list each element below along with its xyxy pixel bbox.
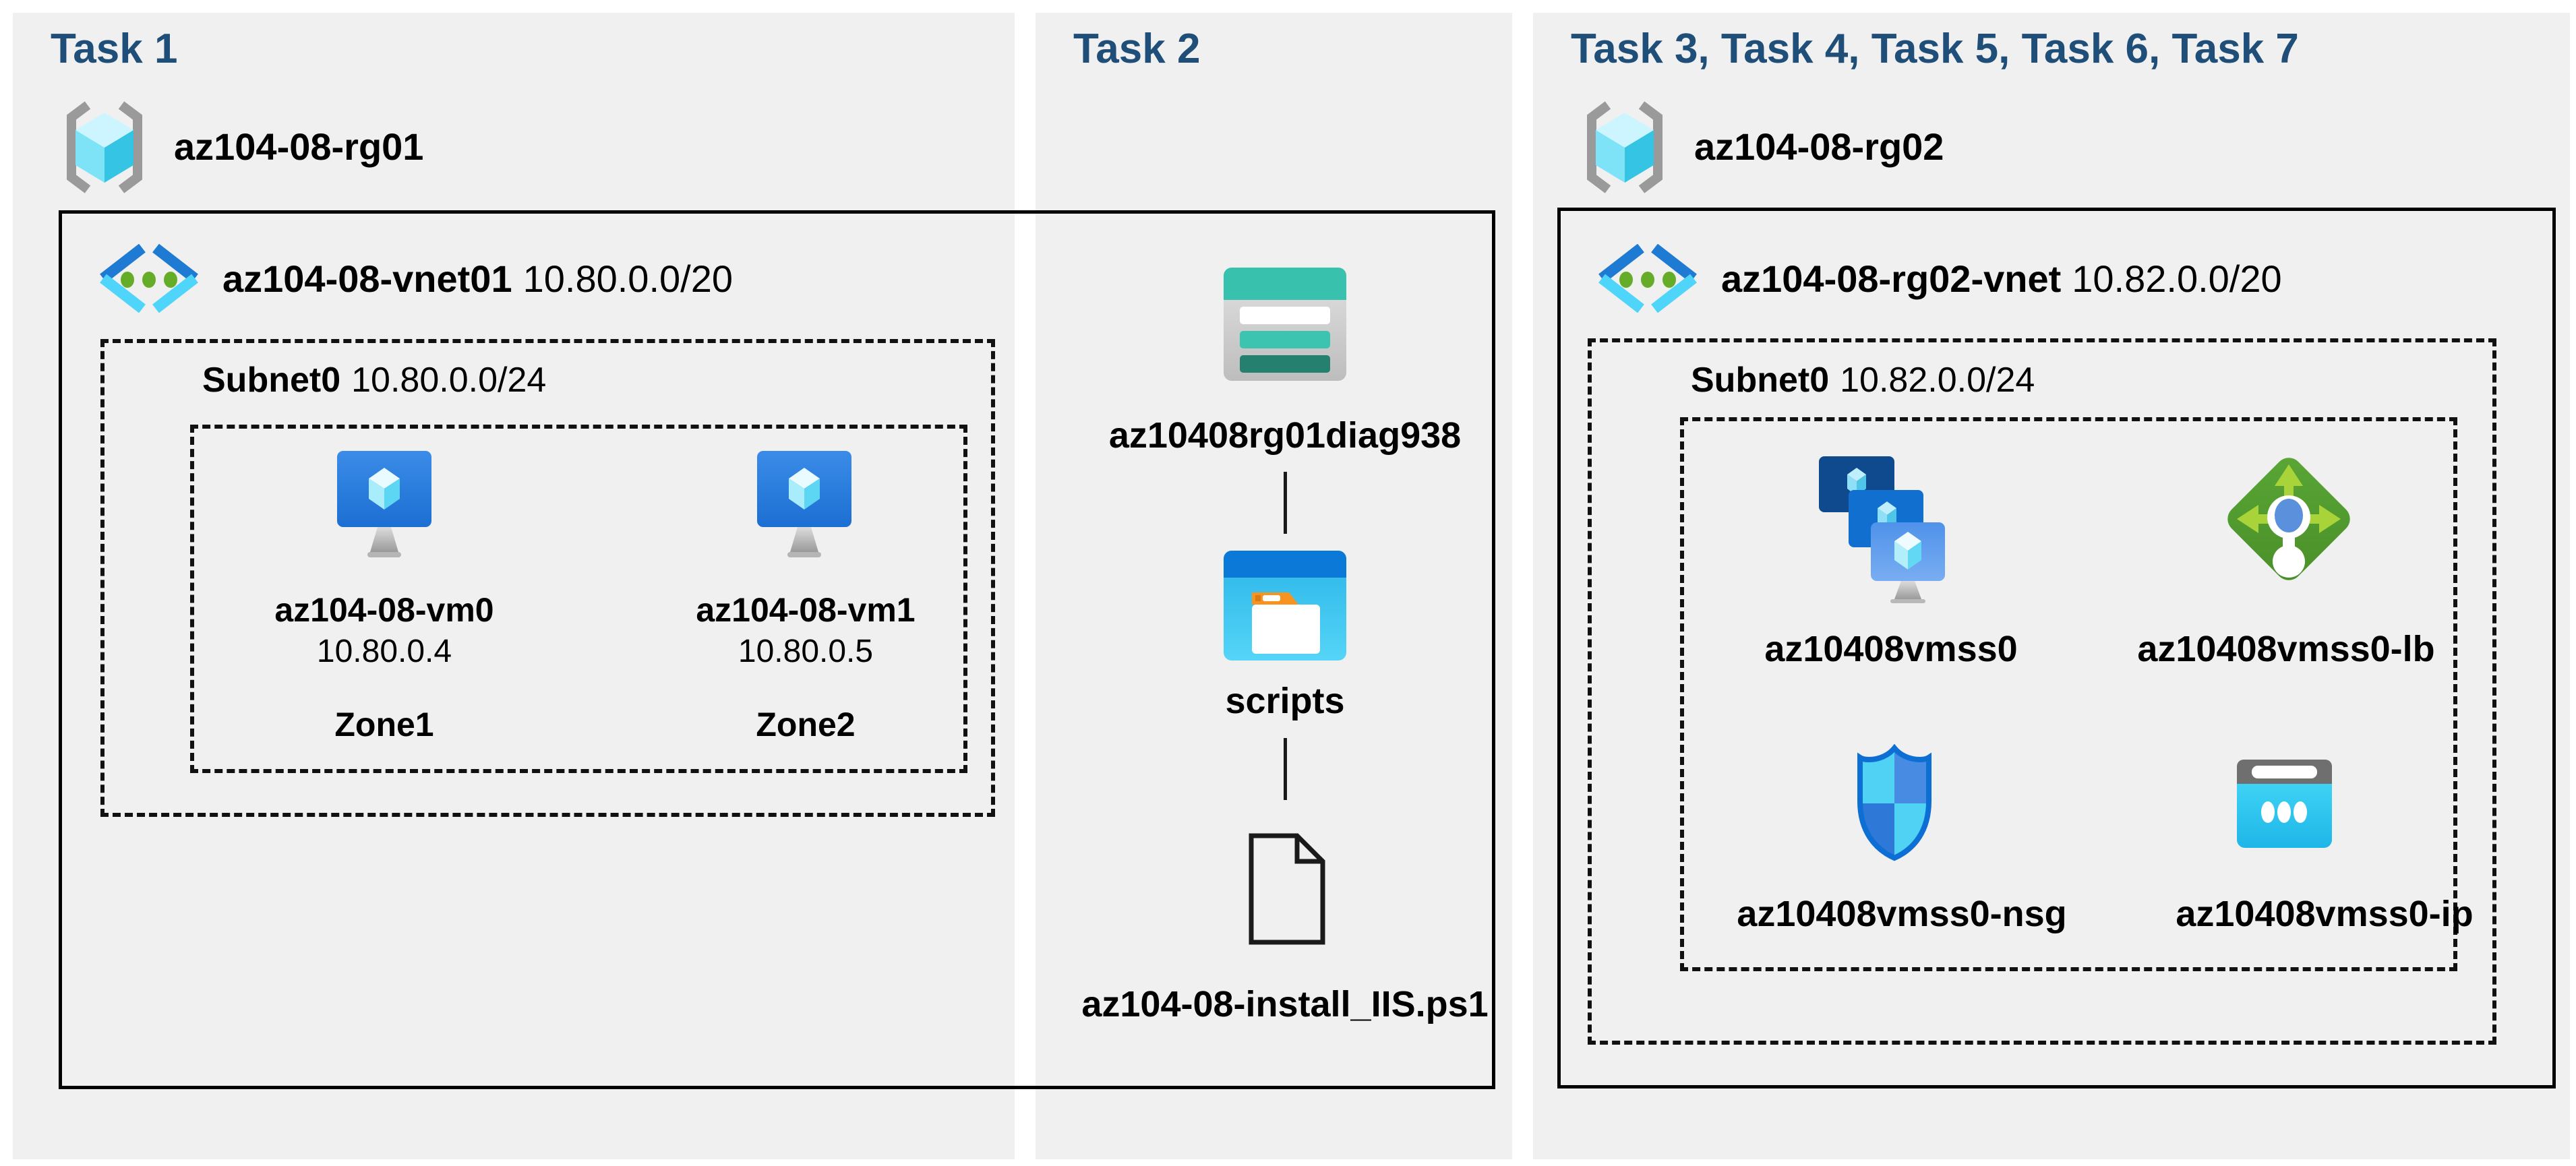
vm0-zone: Zone1 [334,706,434,743]
vmss-group-box [1680,417,2457,971]
public-ip-icon [2237,760,2332,848]
connector-storage-scripts [1284,472,1287,534]
virtual-machine-icon [337,451,431,557]
script-file-label: az104-08-install_IIS.ps1 [1081,984,1489,1024]
vm1-ip: 10.80.0.5 [738,634,874,669]
scripts-container-label: scripts [1225,681,1345,721]
vm1-name: az104-08-vm1 [696,591,916,629]
vm0-ip: 10.80.0.4 [316,634,452,669]
vm0-name: az104-08-vm0 [274,591,494,629]
load-balancer-label: az10408vmss0-lb [2137,629,2435,669]
task1-panel [13,13,1015,1159]
vnet1-box [59,210,1495,1089]
nsg-label: az10408vmss0-nsg [1737,894,2067,934]
subnet1-label: Subnet0 10.80.0.0/24 [202,363,546,398]
vnet2-box [1557,208,2556,1088]
vm-group-box [190,425,967,773]
vnet2-cidr: 10.82.0.0/20 [2072,257,2282,300]
connector-scripts-file [1284,738,1287,800]
storage-account-icon [1224,268,1346,381]
public-ip-label: az10408vmss0-ip [2176,894,2474,934]
vm-scale-set-icon [1819,456,1945,603]
virtual-machine-icon [757,451,851,557]
resource-group-1-label: az104-08-rg01 [174,125,424,168]
load-balancer-icon [2227,458,2350,580]
vnet1-cidr: 10.80.0.0/20 [522,257,733,300]
folder-icon [1224,551,1346,661]
subnet1-name: Subnet0 [202,361,341,400]
task2-title: Task 2 [1073,26,1201,72]
virtual-network-icon [100,244,198,313]
vmss-label: az10408vmss0 [1764,629,2018,669]
resource-group-2-label: az104-08-rg02 [1694,125,1944,168]
resource-group-icon [1587,101,1663,193]
subnet2-box [1588,338,2496,1045]
task1-title: Task 1 [51,26,178,72]
nsg-shield-icon [1857,743,1931,861]
file-icon [1249,833,1325,945]
subnet1-box [100,339,995,817]
subnet1-cidr: 10.80.0.0/24 [351,361,547,400]
virtual-network-icon [1598,244,1697,313]
vnet2-name: az104-08-rg02-vnet [1721,257,2062,300]
subnet2-cidr: 10.82.0.0/24 [1840,361,2035,400]
vm1-zone: Zone2 [756,706,856,743]
task3to7-title: Task 3, Task 4, Task 5, Task 6, Task 7 [1571,26,2299,72]
subnet2-name: Subnet0 [1691,361,1830,400]
subnet2-label: Subnet0 10.82.0.0/24 [1691,363,2035,398]
storage-account-label: az10408rg01diag938 [1108,415,1462,456]
resource-group-icon [67,101,142,193]
vnet1-name: az104-08-vnet01 [222,257,512,300]
